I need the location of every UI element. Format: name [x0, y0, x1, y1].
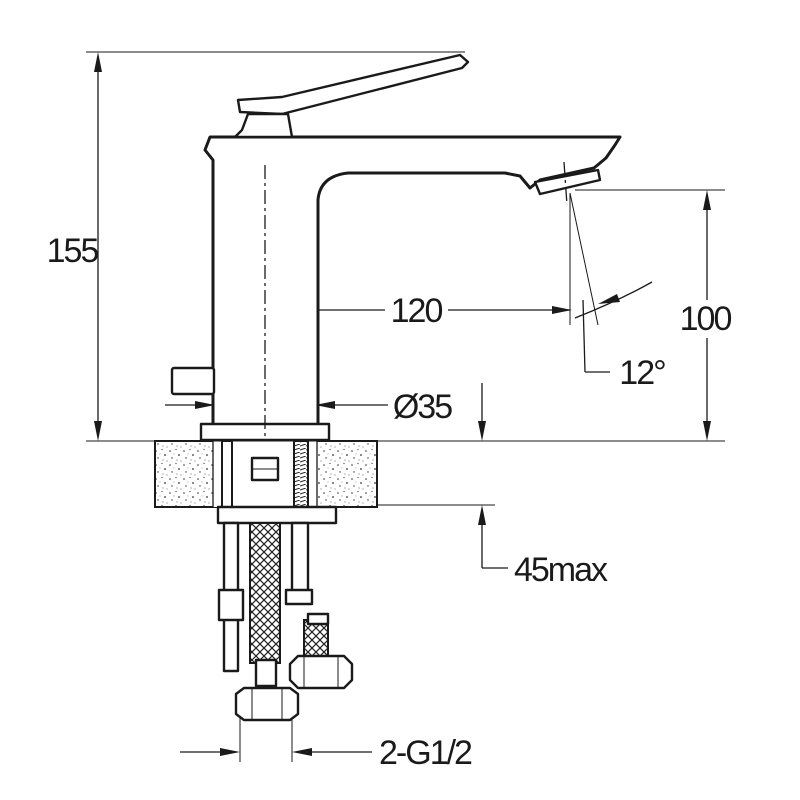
dimension-labels: 155 120 100 12° Ø35 45max 2-G1/2 [47, 232, 734, 772]
faucet-body [170, 135, 622, 442]
connection-thread-label: 2-G1/2 [379, 734, 472, 772]
outlet-height-label: 100 [680, 300, 732, 338]
base-diameter-label: Ø35 [393, 388, 452, 426]
spout-reach-label: 120 [391, 292, 443, 330]
spout-angle-label: 12° [619, 354, 665, 392]
centre-lines [264, 161, 568, 438]
mounting-kit [216, 440, 338, 673]
total-height-label: 155 [47, 232, 99, 270]
supply-hoses [234, 522, 354, 722]
lever-handle [233, 53, 470, 139]
deck-thickness-label: 45max [514, 551, 608, 589]
